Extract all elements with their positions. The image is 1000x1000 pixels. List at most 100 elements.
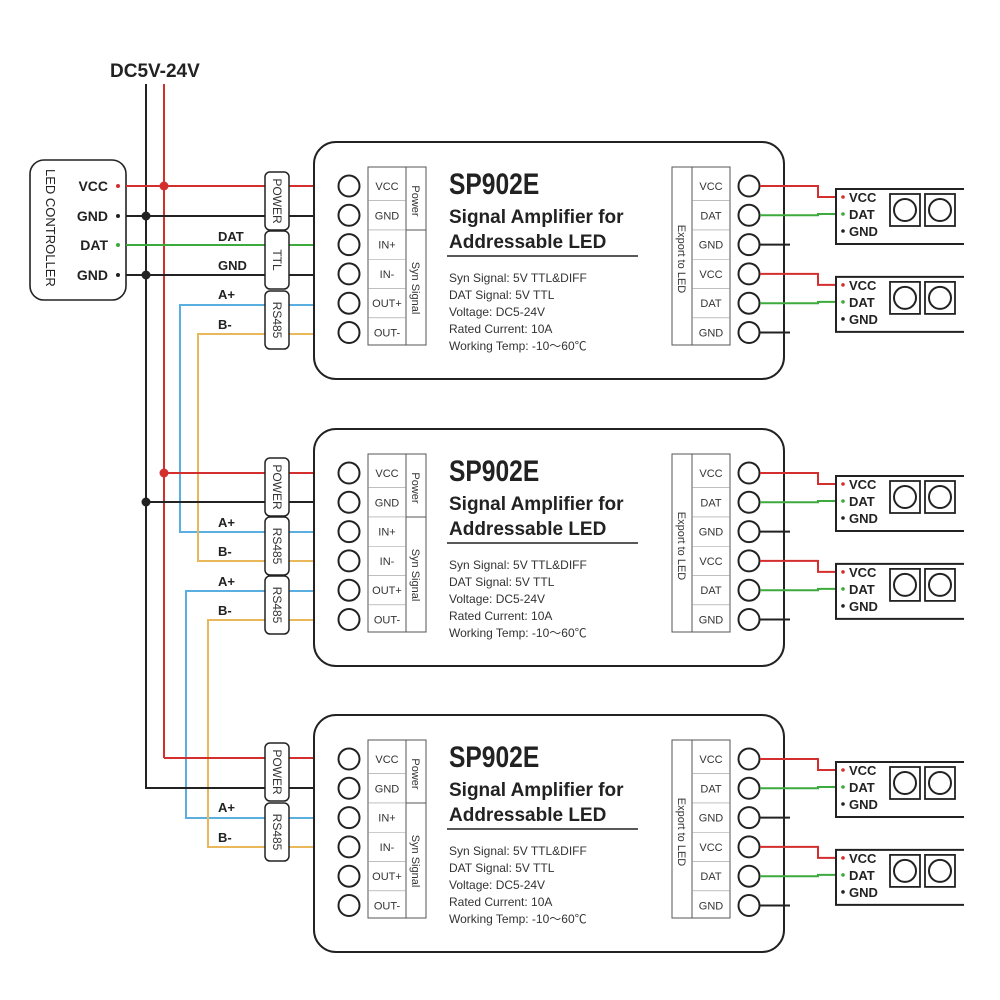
output-screw-terminal: [737, 549, 761, 573]
spec-line: DAT Signal: 5V TTL: [449, 575, 555, 589]
strip-wire: [760, 873, 838, 878]
strip-wire: [760, 587, 838, 592]
strip-pin-dot: [841, 317, 845, 321]
strip-pin-dot: [841, 587, 845, 591]
led-chip-lens: [893, 858, 917, 883]
output-screw-terminal: [737, 461, 761, 485]
label-a-plus-3: A+: [218, 574, 235, 589]
output-terminal-label: DAT: [700, 783, 721, 795]
label-a-plus-2: A+: [218, 515, 235, 530]
tag-label: RS485: [270, 587, 284, 624]
model-title: SP902E: [449, 454, 539, 488]
pin-dot-gnd-2: [116, 273, 120, 277]
strip-wire: [760, 559, 838, 573]
supply-voltage-label: DC5V-24V: [110, 61, 200, 82]
output-screw-terminal: [737, 203, 761, 227]
strip-pin-dot: [841, 212, 845, 216]
input-screw-terminal: [337, 747, 361, 771]
strip-pin-label: GND: [849, 312, 878, 327]
strip-pin-label: DAT: [849, 582, 875, 597]
junction-vcc-amp2: [159, 468, 169, 478]
strip-pin-label: GND: [849, 797, 878, 812]
strip-pin-label: GND: [849, 599, 878, 614]
input-screw-terminal: [337, 262, 361, 286]
input-group-signal-label: Syn Signal: [409, 262, 421, 315]
led-chip-lens: [928, 485, 952, 509]
tag-outline: [264, 171, 290, 231]
spec-line: Voltage: DC5-24V: [449, 305, 545, 319]
output-terminal-label: VCC: [699, 269, 722, 281]
input-screw-terminal: [337, 835, 361, 859]
strip-pin-label: VCC: [849, 477, 877, 492]
strip-wire: [760, 472, 838, 485]
wire-label-gnd: GND: [218, 258, 247, 273]
input-screw-terminal: [337, 578, 361, 602]
input-terminal-label: OUT-: [374, 615, 401, 627]
junction-gnd-2: [141, 270, 151, 280]
pin-dot-vcc: [116, 184, 120, 188]
output-screw-terminal: [737, 776, 761, 800]
input-screw-terminal: [337, 291, 361, 315]
strip-pin-label: VCC: [849, 190, 877, 205]
controller-pin-gnd-2: GND: [77, 267, 108, 283]
tag-label: TTL: [270, 249, 284, 271]
rs485-a-link-2: [185, 590, 337, 819]
output-terminal-label: DAT: [700, 497, 721, 509]
output-screw-terminal: [737, 747, 761, 771]
output-screw-terminal: [737, 291, 761, 315]
strip-pin-dot: [841, 482, 845, 486]
subtitle-line-1: Signal Amplifier for: [449, 780, 624, 801]
input-terminal-label: IN+: [378, 527, 395, 539]
spec-line: DAT Signal: 5V TTL: [449, 861, 555, 875]
input-screw-terminal: [337, 776, 361, 800]
output-screw-terminal: [737, 262, 761, 286]
ttl-tag: TTL: [264, 230, 290, 290]
label-b-minus-1: B-: [218, 317, 232, 332]
strip-pin-dot: [841, 499, 845, 503]
tag-outline: [264, 290, 290, 350]
rs485-tag: RS485: [264, 575, 290, 635]
output-group-label: Export to LED: [675, 512, 687, 581]
output-screw-terminal: [737, 174, 761, 198]
tag-outline: [264, 457, 290, 517]
strip-pin-label: DAT: [849, 295, 875, 310]
input-screw-terminal: [337, 490, 361, 514]
input-terminal-label: VCC: [375, 181, 398, 193]
output-terminal-label: GND: [699, 527, 724, 539]
input-screw-terminal: [337, 864, 361, 888]
label-a-plus-1: A+: [218, 287, 235, 302]
spec-line: DAT Signal: 5V TTL: [449, 288, 555, 302]
input-screw-terminal: [337, 174, 361, 198]
subtitle-line-2: Addressable LED: [449, 805, 606, 826]
strip-pin-dot: [841, 768, 845, 772]
input-terminal-label: IN-: [380, 842, 395, 854]
input-terminal-label: GND: [375, 497, 400, 509]
output-terminal-label: GND: [699, 328, 724, 340]
output-terminal-label: VCC: [699, 842, 722, 854]
strip-pin-dot: [841, 856, 845, 860]
output-screw-terminal: [737, 233, 761, 257]
strip-pin-dot: [841, 604, 845, 608]
subtitle-line-2: Addressable LED: [449, 232, 606, 253]
spec-line: Rated Current: 10A: [449, 895, 552, 909]
input-group-power-label: Power: [409, 472, 421, 504]
tag-label: RS485: [270, 814, 284, 851]
input-group-strip: [405, 166, 427, 346]
strip-pin-dot: [841, 802, 845, 806]
controller-body: [29, 159, 127, 301]
rs485-tag: RS485: [264, 802, 290, 862]
tag-outline: [264, 230, 290, 290]
controller-wires: DAT GND: [126, 181, 337, 280]
strip-pin-label: GND: [849, 511, 878, 526]
strip-wire: [760, 758, 838, 771]
strip-pin-dot: [841, 873, 845, 877]
strip-pin-dot: [841, 300, 845, 304]
input-terminal-block: [367, 453, 407, 633]
label-a-plus-4: A+: [218, 800, 235, 815]
